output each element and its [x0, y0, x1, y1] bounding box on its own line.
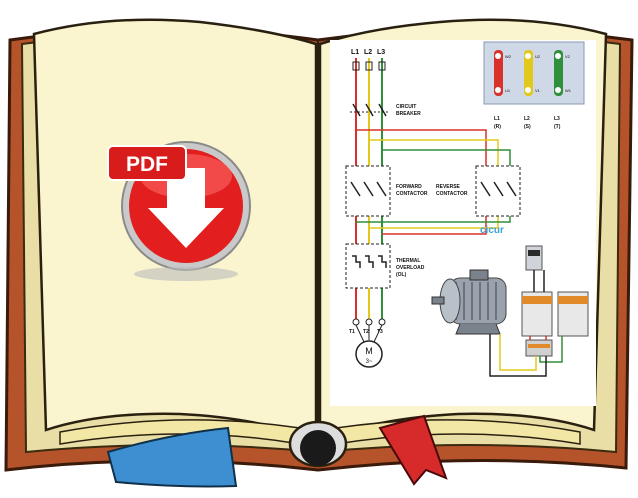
supply-line-label-2: L2	[364, 49, 372, 56]
lead-line-1: L1	[494, 116, 500, 122]
pdf-label-badge	[107, 145, 187, 181]
forward-contactor-label-1: FORWARD	[396, 184, 422, 190]
motor-symbol: M 3~	[355, 340, 383, 368]
circuit-breaker-label-2: BREAKER	[396, 111, 421, 117]
motor-symbol-label: M	[365, 346, 373, 356]
lead-code-3: (T)	[554, 124, 561, 130]
overload-label-2: OVERLOAD	[396, 265, 425, 271]
reverse-wiring	[356, 129, 511, 235]
lead-code-2: (S)	[524, 124, 531, 130]
box-top-1: W2	[505, 54, 512, 59]
page-curl	[59, 419, 581, 445]
forward-contactor-label-2: CONTACTOR	[396, 191, 428, 197]
lead-code-1: (R)	[494, 124, 501, 130]
blue-bookmark	[106, 426, 238, 488]
reverse-contactor: REVERSE CONTACTOR	[436, 165, 521, 217]
reverse-contactor-label-2: CONTACTOR	[436, 191, 468, 197]
terminal-label-1: T1	[349, 329, 355, 335]
box-top-2: U2	[535, 54, 541, 59]
pdf-download-icon[interactable]: PDF	[107, 141, 251, 281]
thermal-overload: THERMAL OVERLOAD (OL)	[345, 243, 425, 289]
download-arrow-icon	[148, 168, 224, 248]
circuit-breaker: CIRCUIT BREAKER	[350, 103, 421, 117]
terminal-label-3: T3	[377, 329, 383, 335]
overload-label-1: THERMAL	[396, 258, 420, 264]
box-bottom-1: U1	[505, 88, 511, 93]
pdf-label: PDF	[126, 153, 168, 176]
watermark: cicur	[480, 225, 504, 236]
terminal-label-2: T2	[363, 329, 369, 335]
box-bottom-2: V1	[535, 88, 541, 93]
motor-terminals: T1 T2 T3	[349, 318, 386, 343]
forward-contactor: FORWARD CONTACTOR	[345, 165, 428, 217]
motor-terminal-box: W2 U2 V2 U1 V1 W1 L1 L2 L3 (R) (S) (T)	[483, 41, 585, 130]
supply-line-label-1: L1	[351, 49, 359, 56]
lead-line-3: L3	[554, 116, 560, 122]
contactor-assembly-illustration	[489, 245, 589, 377]
box-bottom-3: W1	[565, 88, 572, 93]
pdf-icon-shadow	[134, 267, 238, 281]
box-top-3: V2	[565, 54, 571, 59]
electric-motor-illustration	[431, 269, 507, 335]
reverse-contactor-label-1: REVERSE	[436, 184, 461, 190]
supply-line-label-3: L3	[377, 49, 385, 56]
circuit-breaker-label-1: CIRCUIT	[396, 104, 416, 110]
motor-phase-label: 3~	[366, 359, 373, 365]
lead-line-2: L2	[524, 116, 530, 122]
book-spine-hole	[300, 430, 336, 466]
overload-label-3: (OL)	[396, 272, 407, 278]
red-bookmark	[378, 414, 448, 486]
